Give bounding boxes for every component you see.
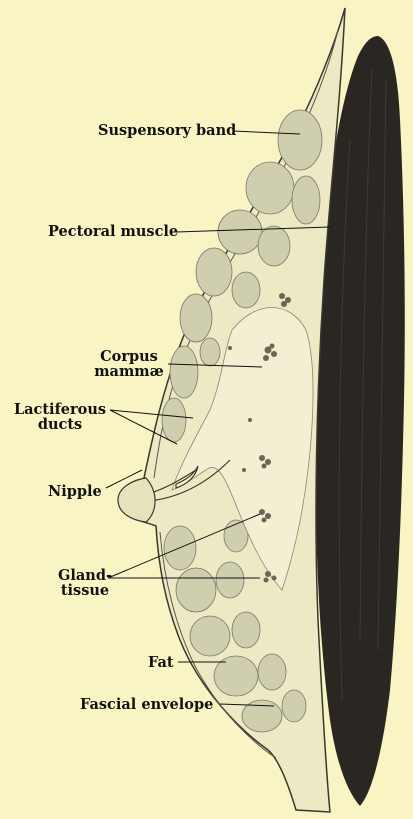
- gland-line-1: Gland-: [56, 568, 114, 583]
- fat-label: Fat: [148, 655, 174, 670]
- gland-tissue-label: Gland- tissue: [56, 568, 114, 598]
- corpus-mammae-label: Corpus mammæ: [88, 349, 170, 379]
- corpus-line-1: Corpus: [88, 349, 170, 364]
- nipple-label: Nipple: [48, 484, 102, 499]
- lactiferous-line-1: Lactiferous: [6, 402, 114, 417]
- lactiferous-ducts-label: Lactiferous ducts: [6, 402, 114, 432]
- pectoral-muscle-label: Pectoral muscle: [48, 224, 178, 239]
- lactiferous-line-2: ducts: [6, 417, 114, 432]
- fascial-envelope-label: Fascial envelope: [80, 697, 213, 712]
- nipple-shape: [118, 478, 155, 522]
- corpus-line-2: mammæ: [88, 364, 170, 379]
- suspensory-band-label: Suspensory band: [98, 123, 236, 138]
- gland-line-2: tissue: [56, 583, 114, 598]
